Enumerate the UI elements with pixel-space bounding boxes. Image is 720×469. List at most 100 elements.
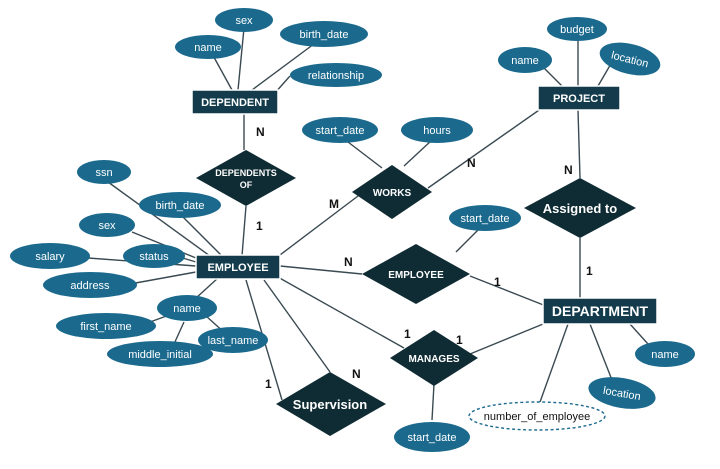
relationship-manages-label: MANAGES (408, 354, 459, 365)
attr-dependent-sex-label: sex (235, 15, 253, 27)
attr-project-budget-label: budget (560, 24, 594, 36)
attr-employee-address: address (43, 272, 137, 298)
cardinalities: N 1 M N N 1 N 1 1 1 1 N (256, 125, 593, 391)
edge-empdept-department (469, 275, 547, 307)
attr-employee-middle-initial: middle_initial (107, 341, 213, 367)
attr-department-name-label: name (651, 349, 679, 361)
attr-employee-address-label: address (70, 280, 110, 292)
card-assigned-department: 1 (586, 264, 593, 278)
edge-supervision-right (263, 279, 331, 373)
edges (87, 27, 649, 421)
edge-dependent-sex (237, 27, 245, 91)
edge-department-location (589, 323, 613, 381)
entity-department-label: DEPARTMENT (552, 303, 649, 319)
attr-project-budget: budget (547, 17, 607, 41)
card-works-employee: M (329, 197, 339, 211)
edge-employee-address (129, 271, 197, 285)
entity-dependent: DEPENDENT (191, 89, 279, 115)
attr-works-hours-label: hours (423, 125, 451, 137)
card-assigned-project: N (564, 163, 573, 177)
entity-dependent-label: DEPENDENT (201, 97, 269, 109)
attr-dependent-name: name (175, 35, 241, 59)
attr-employee-birth-date-label: birth_date (156, 200, 205, 212)
attr-project-name: name (498, 47, 552, 73)
entity-project-label: PROJECT (553, 93, 605, 105)
attr-works-start-date: start_date (302, 117, 378, 143)
attr-employee-name: name (157, 295, 217, 321)
edge-works-startdate (347, 141, 383, 169)
attr-project-location: location (599, 42, 661, 76)
edge-employee-birthdate (181, 215, 223, 257)
attr-employee-ssn: ssn (77, 160, 131, 184)
attr-employee-status-label: status (139, 251, 169, 263)
edge-works-hours (403, 139, 433, 167)
attr-empdept-start-date-label: start_date (461, 213, 510, 225)
entity-employee-label: EMPLOYEE (207, 262, 268, 274)
card-empdept-employee: N (344, 255, 353, 269)
card-works-project: N (467, 156, 476, 170)
card-dependents-dependent: N (256, 125, 265, 139)
edge-dependent-birthdate (251, 37, 323, 91)
attr-employee-sex-label: sex (98, 220, 116, 232)
relationship-assigned-to: Assigned to (524, 178, 636, 238)
card-manages-department: 1 (456, 333, 463, 347)
edge-manages-department (469, 321, 549, 355)
edge-manages-startdate (431, 383, 435, 421)
entity-employee: EMPLOYEE (195, 254, 281, 280)
relationship-dependents-of: DEPENDENTS OF (196, 150, 296, 206)
attr-employee-first-name: first_name (56, 313, 156, 339)
attr-employee-sex: sex (79, 213, 135, 237)
attr-works-start-date-label: start_date (316, 125, 365, 137)
relationship-dependents-of-line2: OF (240, 180, 253, 190)
edge-employee-name (195, 277, 219, 299)
attr-employee-name-label: name (173, 303, 201, 315)
attr-employee-birth-date: birth_date (139, 192, 221, 218)
edge-empdept-employee (279, 265, 363, 275)
edge-employee-ssn (107, 181, 211, 257)
attr-dependent-name-label: name (194, 42, 222, 54)
attr-employee-last-name-label: last_name (208, 335, 259, 347)
attr-department-name: name (635, 341, 695, 367)
attr-dependent-sex: sex (215, 8, 273, 32)
card-dependents-employee: 1 (256, 219, 263, 233)
edge-dependentsof-employee (241, 205, 247, 257)
relationship-works-label: WORKS (373, 188, 412, 199)
relationship-supervision-label: Supervision (293, 397, 367, 412)
attr-department-number-of-employee-label: number_of_employee (484, 411, 590, 423)
attr-dependent-relationship: relationship (290, 63, 382, 87)
card-supervision-right: N (352, 367, 361, 381)
attr-employee-status: status (123, 244, 185, 268)
attr-employee-ssn-label: ssn (95, 167, 112, 179)
attr-dependent-birth-date-label: birth_date (300, 29, 349, 41)
attr-dependent-birth-date: birth_date (280, 21, 368, 47)
relationship-works: WORKS (352, 165, 432, 219)
relationship-employee-department-label: EMPLOYEE (388, 270, 444, 281)
card-empdept-department: 1 (494, 275, 501, 289)
attr-works-hours: hours (401, 117, 473, 143)
edge-manages-employee (275, 275, 405, 349)
relationship-employee-department: EMPLOYEE (362, 244, 470, 304)
edge-project-assigned (577, 109, 581, 179)
card-supervision-left: 1 (265, 377, 272, 391)
relationship-assigned-to-label: Assigned to (543, 201, 617, 216)
attr-employee-salary-label: salary (35, 251, 65, 263)
attr-department-location: location (588, 377, 656, 409)
edge-works-employee (275, 195, 359, 259)
attr-manages-start-date: start_date (394, 422, 470, 452)
edge-department-numemp (539, 323, 569, 403)
entity-project: PROJECT (537, 85, 621, 111)
entity-department: DEPARTMENT (542, 297, 658, 325)
relationship-dependents-of-line1: DEPENDENTS (215, 168, 277, 178)
attr-employee-salary: salary (10, 243, 90, 269)
edge-works-project (427, 107, 543, 189)
attr-employee-first-name-label: first_name (80, 321, 131, 333)
relationship-supervision: Supervision (276, 372, 386, 436)
attr-manages-start-date-label: start_date (408, 432, 457, 444)
attr-department-number-of-employee: number_of_employee (468, 401, 606, 431)
attr-dependent-relationship-label: relationship (308, 70, 364, 82)
attr-project-name-label: name (511, 55, 539, 67)
card-manages-employee: 1 (404, 327, 411, 341)
edge-name-middleinitial (173, 321, 185, 345)
attr-employee-last-name: last_name (198, 327, 268, 353)
